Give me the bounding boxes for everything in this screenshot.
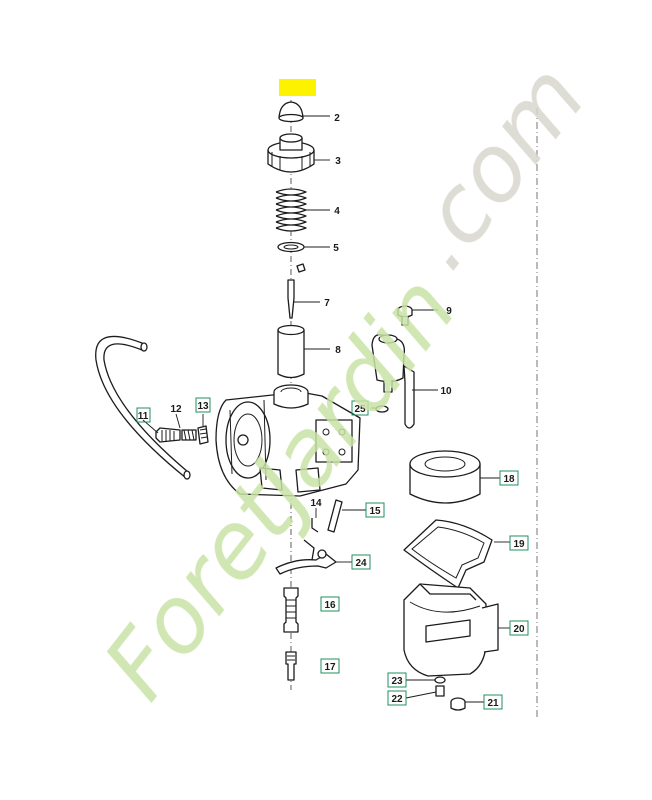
callout-13[interactable]: 13 bbox=[195, 397, 211, 413]
part-10-choke-lever[interactable] bbox=[371, 334, 438, 429]
callout-19[interactable]: 19 bbox=[509, 535, 529, 551]
part-16-main-jet[interactable] bbox=[283, 587, 299, 633]
svg-text:15: 15 bbox=[369, 506, 381, 517]
part-9-screw[interactable] bbox=[397, 305, 438, 326]
svg-text:25: 25 bbox=[354, 404, 366, 415]
svg-text:12: 12 bbox=[170, 404, 182, 415]
svg-text:2: 2 bbox=[334, 113, 340, 124]
watermark-grey: .com bbox=[383, 45, 606, 289]
part-14-pin[interactable] bbox=[311, 508, 319, 533]
callout-7[interactable]: 7 bbox=[324, 298, 330, 309]
callout-17[interactable]: 17 bbox=[320, 658, 340, 674]
part-12-spring[interactable] bbox=[175, 413, 197, 441]
callout-11[interactable]: 11 bbox=[136, 407, 151, 423]
svg-text:24: 24 bbox=[355, 558, 367, 569]
part-21-screw[interactable] bbox=[450, 697, 484, 711]
part-17-idle-jet[interactable] bbox=[285, 651, 297, 681]
callout-15[interactable]: 15 bbox=[365, 502, 385, 518]
svg-text:7: 7 bbox=[324, 298, 330, 309]
callout-20[interactable]: 20 bbox=[509, 620, 529, 636]
callout-16[interactable]: 16 bbox=[320, 596, 340, 612]
highlight-marker[interactable] bbox=[279, 79, 316, 96]
svg-text:21: 21 bbox=[487, 698, 499, 709]
carburetor-body[interactable] bbox=[215, 384, 361, 497]
svg-text:18: 18 bbox=[503, 474, 515, 485]
part-24-float-lever[interactable] bbox=[275, 539, 352, 575]
part-7-needle[interactable] bbox=[287, 279, 320, 319]
svg-text:5: 5 bbox=[333, 243, 339, 254]
callout-18[interactable]: 18 bbox=[499, 470, 519, 486]
part-8-throttle-slide[interactable] bbox=[277, 324, 330, 379]
fuel-hose[interactable] bbox=[95, 335, 191, 480]
callout-3[interactable]: 3 bbox=[335, 156, 341, 167]
svg-text:11: 11 bbox=[138, 411, 149, 422]
callout-2[interactable]: 2 bbox=[334, 113, 340, 124]
svg-text:3: 3 bbox=[335, 156, 341, 167]
callout-12[interactable]: 12 bbox=[170, 404, 182, 415]
part-6-pin[interactable] bbox=[296, 263, 306, 273]
part-22-screw[interactable] bbox=[405, 685, 445, 699]
callout-14[interactable]: 14 bbox=[310, 498, 322, 509]
callout-24[interactable]: 24 bbox=[351, 554, 371, 570]
svg-text:8: 8 bbox=[335, 345, 341, 356]
watermark-logo: ForetJardin .com bbox=[83, 45, 606, 719]
svg-text:10: 10 bbox=[440, 386, 452, 397]
part-18-air-filter[interactable] bbox=[409, 450, 500, 504]
svg-text:22: 22 bbox=[391, 694, 403, 705]
part-2-cap[interactable] bbox=[278, 101, 330, 123]
svg-text:16: 16 bbox=[324, 600, 336, 611]
part-3-top-nut[interactable] bbox=[267, 133, 330, 173]
callout-9[interactable]: 9 bbox=[446, 306, 452, 317]
callout-21[interactable]: 21 bbox=[483, 694, 503, 710]
callout-22[interactable]: 22 bbox=[387, 690, 407, 706]
part-23-washer[interactable] bbox=[406, 676, 446, 684]
svg-text:17: 17 bbox=[324, 662, 336, 673]
part-13-nut[interactable] bbox=[197, 414, 209, 445]
svg-text:4: 4 bbox=[334, 206, 340, 217]
callout-10[interactable]: 10 bbox=[440, 386, 452, 397]
part-15-float-pin[interactable] bbox=[327, 499, 366, 533]
callout-25[interactable]: 25 bbox=[351, 400, 369, 416]
svg-text:14: 14 bbox=[310, 498, 322, 509]
part-20-filter-housing[interactable] bbox=[403, 583, 510, 677]
svg-text:20: 20 bbox=[513, 624, 525, 635]
callout-4[interactable]: 4 bbox=[334, 206, 340, 217]
svg-text:23: 23 bbox=[391, 676, 403, 687]
callout-23[interactable]: 23 bbox=[387, 672, 407, 688]
part-5-clip[interactable] bbox=[277, 241, 330, 253]
callout-5[interactable]: 5 bbox=[333, 243, 339, 254]
svg-text:19: 19 bbox=[513, 539, 525, 550]
part-4-spring[interactable] bbox=[275, 188, 330, 232]
callout-8[interactable]: 8 bbox=[335, 345, 341, 356]
part-25-washer[interactable] bbox=[371, 405, 389, 413]
svg-text:9: 9 bbox=[446, 306, 452, 317]
svg-text:13: 13 bbox=[197, 401, 209, 412]
part-19-gasket[interactable] bbox=[403, 519, 510, 589]
